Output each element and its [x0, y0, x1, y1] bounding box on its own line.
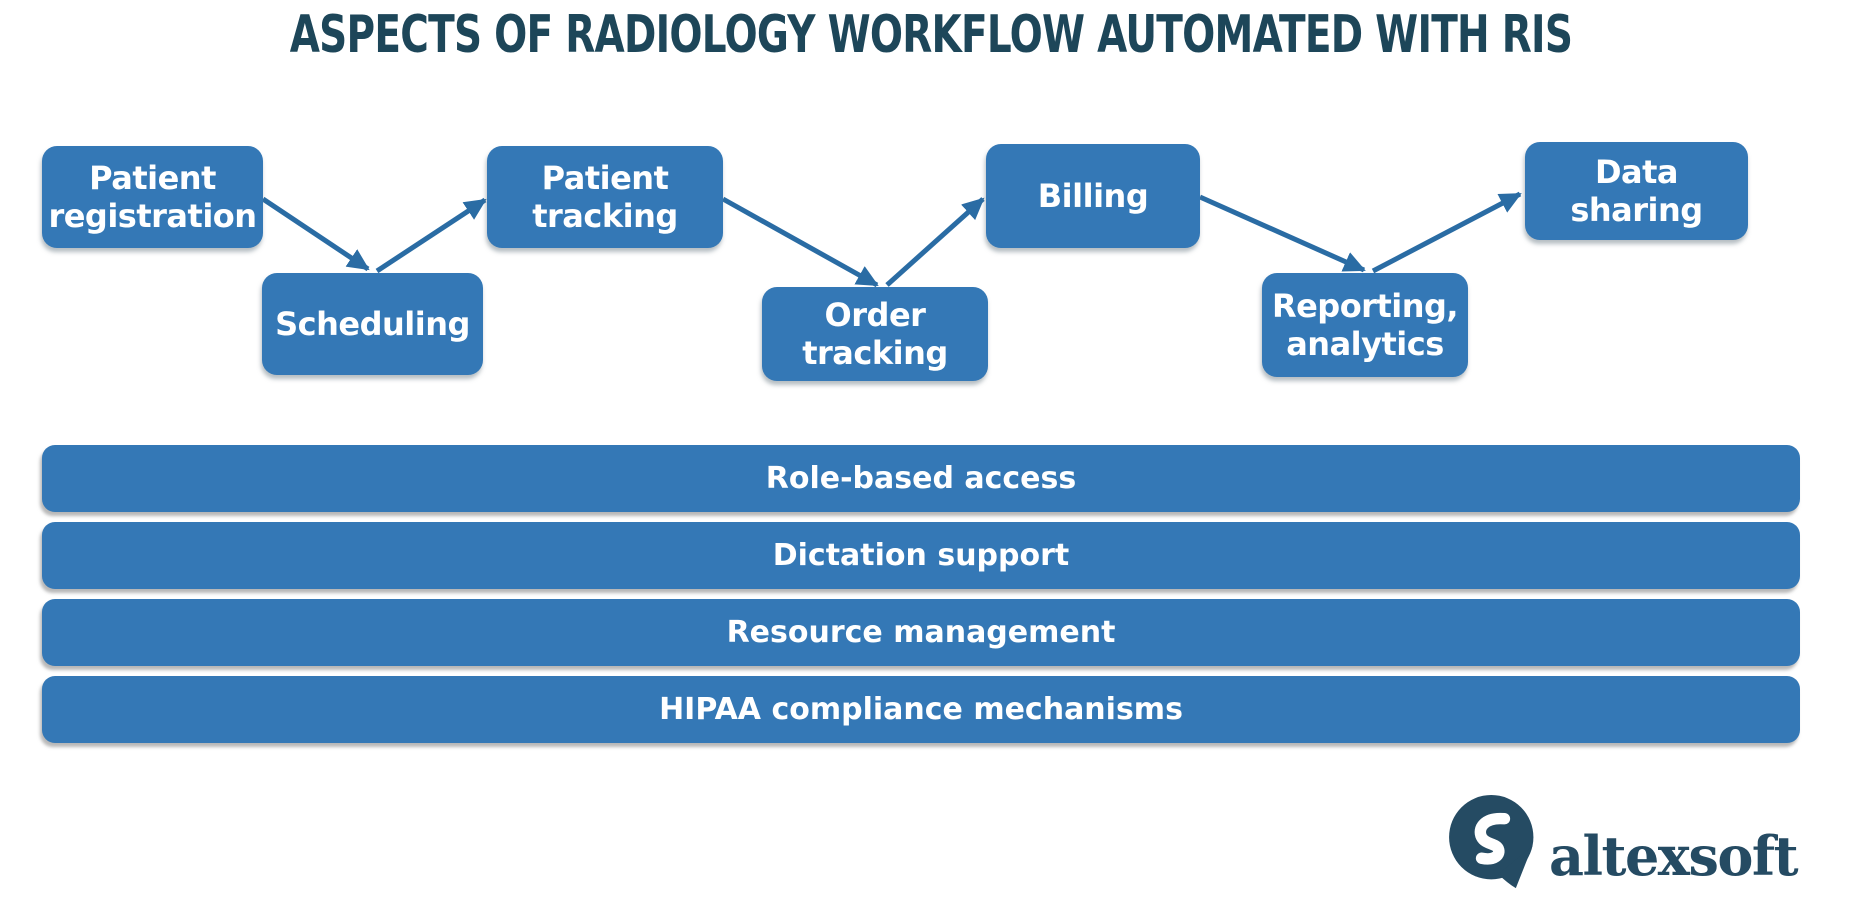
altexsoft-logo: altexsoft [1449, 789, 1819, 889]
flow-node-patient-tracking: Patient tracking [487, 146, 723, 248]
feature-bar-dictation-support: Dictation support [42, 522, 1800, 589]
flow-node-data-sharing: Data sharing [1525, 142, 1748, 240]
altexsoft-logo-wordmark: altexsoft [1549, 824, 1799, 888]
feature-bar-resource-management: Resource management [42, 599, 1800, 666]
flow-node-patient-registration: Patient registration [42, 146, 263, 248]
arrow-order-tracking-to-billing-icon [885, 197, 985, 287]
feature-bar-role-based-access: Role-based access [42, 445, 1800, 512]
flow-node-billing: Billing [986, 144, 1200, 248]
page-title: ASPECTS OF RADIOLOGY WORKFLOW AUTOMATED … [0, 6, 1862, 64]
altexsoft-logo-icon [1449, 795, 1534, 889]
arrow-registration-to-scheduling-icon [261, 196, 370, 272]
arrow-scheduling-to-patient-tracking-icon [375, 197, 487, 274]
feature-bar-hipaa-compliance: HIPAA compliance mechanisms [42, 676, 1800, 743]
flow-node-scheduling: Scheduling [262, 273, 483, 375]
flow-node-order-tracking: Order tracking [762, 287, 988, 381]
arrow-patient-tracking-to-order-tracking-icon [721, 196, 879, 288]
page-title-text: ASPECTS OF RADIOLOGY WORKFLOW AUTOMATED … [289, 5, 1573, 65]
arrow-reporting-to-data-sharing-icon [1371, 191, 1522, 274]
flow-node-reporting-analytics: Reporting, analytics [1262, 273, 1468, 377]
arrow-billing-to-reporting-icon [1198, 194, 1366, 273]
